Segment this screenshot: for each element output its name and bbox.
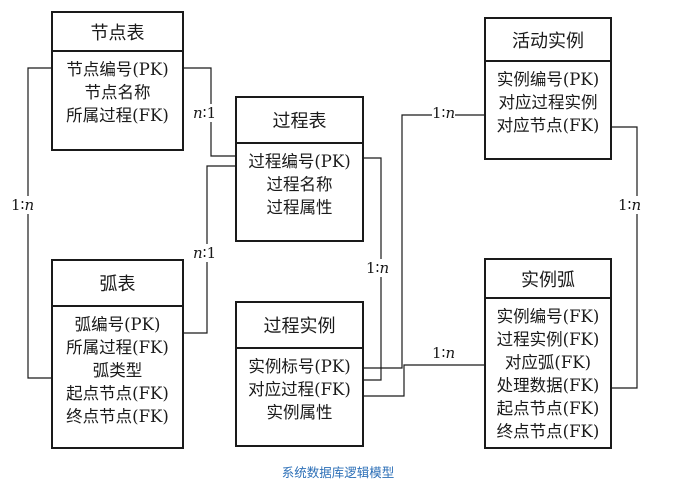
- field: 过程编号(PK): [248, 152, 351, 171]
- entity-process-table: 过程表 过程编号(PK) 过程名称 过程属性: [235, 96, 364, 242]
- field: 对应过程实例: [498, 93, 598, 112]
- cardinality-process-pinstance: 1∶n: [366, 259, 390, 277]
- field: 弧编号(PK): [74, 315, 161, 334]
- entity-fields: 弧编号(PK) 所属过程(FK) 弧类型 起点节点(FK) 终点节点(FK): [53, 307, 182, 428]
- entity-title: 过程表: [237, 98, 362, 144]
- cardinality-node-process: n∶1: [193, 104, 217, 122]
- entity-activity-instance: 活动实例 实例编号(PK) 对应过程实例 对应节点(FK): [484, 17, 612, 160]
- entity-arc-table: 弧表 弧编号(PK) 所属过程(FK) 弧类型 起点节点(FK) 终点节点(FK…: [51, 259, 184, 449]
- field: 起点节点(FK): [496, 399, 600, 418]
- field: 实例属性: [266, 403, 333, 422]
- field: 起点节点(FK): [66, 384, 169, 403]
- entity-fields: 实例编号(FK) 过程实例(FK) 对应弧(FK) 处理数据(FK) 起点节点(…: [486, 299, 610, 443]
- field: 节点编号(PK): [66, 60, 169, 79]
- field: 对应过程(FK): [248, 380, 351, 399]
- field: 实例编号(FK): [496, 307, 600, 326]
- field: 终点节点(FK): [66, 407, 169, 426]
- field: 所属过程(FK): [66, 338, 169, 357]
- cardinality-pinstance-activity: 1∶n: [432, 104, 456, 122]
- cardinality-arc-process: n∶1: [193, 244, 217, 262]
- entity-title: 活动实例: [486, 19, 610, 62]
- field: 过程名称: [266, 175, 333, 194]
- field: 终点节点(FK): [496, 422, 600, 441]
- entity-title: 实例弧: [486, 260, 610, 299]
- field: 所属过程(FK): [66, 106, 169, 125]
- entity-instance-arc: 实例弧 实例编号(FK) 过程实例(FK) 对应弧(FK) 处理数据(FK) 起…: [484, 258, 612, 449]
- field: 节点名称: [84, 83, 151, 102]
- cardinality-pinstance-instarc: 1∶n: [432, 344, 456, 362]
- entity-fields: 实例标号(PK) 对应过程(FK) 实例属性: [237, 349, 362, 424]
- figure-caption: 系统数据库逻辑模型: [281, 465, 395, 480]
- field: 对应节点(FK): [496, 116, 600, 135]
- entity-fields: 节点编号(PK) 节点名称 所属过程(FK): [53, 52, 182, 127]
- entity-fields: 过程编号(PK) 过程名称 过程属性: [237, 144, 362, 219]
- entity-process-instance: 过程实例 实例标号(PK) 对应过程(FK) 实例属性: [235, 301, 364, 447]
- field: 处理数据(FK): [496, 376, 600, 395]
- entity-title: 节点表: [53, 13, 182, 52]
- line-pinstance-activity: [364, 114, 484, 369]
- field: 过程实例(FK): [496, 330, 600, 349]
- entity-title: 弧表: [53, 261, 182, 307]
- entity-node-table: 节点表 节点编号(PK) 节点名称 所属过程(FK): [51, 11, 184, 151]
- field: 过程属性: [266, 198, 333, 217]
- entity-title: 过程实例: [237, 303, 362, 349]
- field: 对应弧(FK): [504, 353, 592, 372]
- entity-fields: 实例编号(PK) 对应过程实例 对应节点(FK): [486, 62, 610, 137]
- cardinality-activity-instarc: 1∶n: [618, 196, 642, 214]
- line-pinstance-instarc: [364, 364, 484, 397]
- field: 实例标号(PK): [248, 357, 351, 376]
- field: 实例编号(PK): [496, 70, 600, 89]
- field: 弧类型: [92, 361, 143, 380]
- line-node-arc: [27, 67, 51, 379]
- line-activity-instarc: [612, 126, 638, 389]
- cardinality-node-arc: 1∶n: [11, 196, 35, 214]
